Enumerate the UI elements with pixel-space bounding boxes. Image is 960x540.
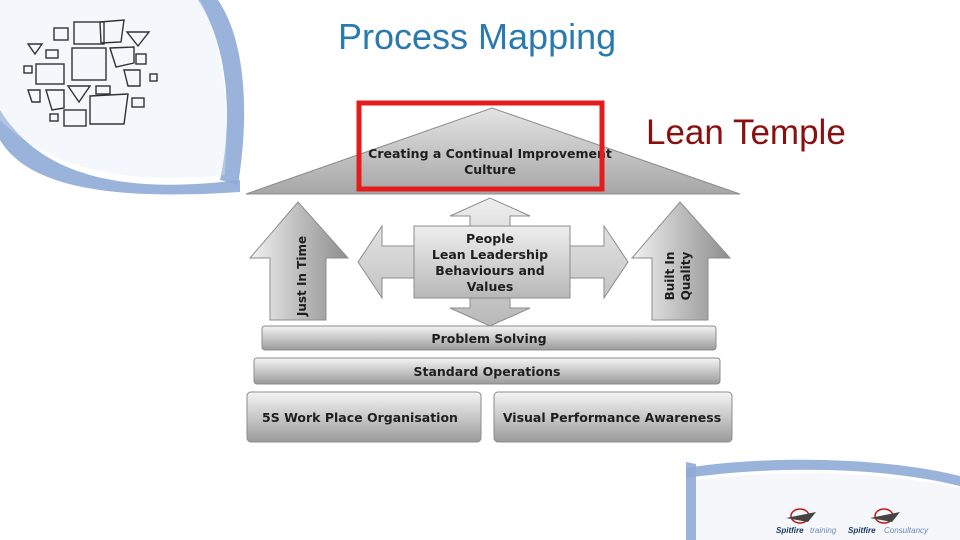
spitfire-logo-icon (870, 508, 900, 524)
lean-temple-label: Lean Temple (646, 113, 846, 152)
logo-right-name: Spitfire (848, 526, 876, 535)
roof-line-1: Creating a Continual Improvement (368, 146, 612, 161)
left-pillar-arrow (248, 201, 350, 321)
spitfire-logo-icon (786, 508, 816, 524)
right-pillar-arrow (630, 201, 732, 321)
logo-right-suffix: Consultancy (884, 526, 929, 535)
decorative-swoosh (686, 459, 960, 540)
page-title: Process Mapping (338, 16, 617, 57)
base-5s-label: 5S Work Place Organisation (262, 410, 458, 425)
standard-operations-bar (253, 357, 721, 385)
base-box-visual (493, 391, 733, 443)
right-pillar-label-2: Quality (679, 252, 693, 301)
roof-highlight-box (356, 100, 605, 192)
problem-solving-bar (261, 325, 717, 351)
center-line-1: People (466, 231, 514, 246)
right-pillar-label-1: Built In (663, 252, 677, 301)
base-box-5s (246, 391, 482, 443)
center-line-4: Values (467, 279, 514, 294)
problem-solving-label: Problem Solving (431, 331, 546, 346)
center-line-2: Lean Leadership (432, 247, 548, 262)
base-visual-label: Visual Performance Awareness (503, 410, 721, 425)
center-box (413, 225, 571, 299)
left-pillar-label: Just In Time (295, 236, 309, 317)
temple-roof (245, 107, 741, 195)
standard-operations-label: Standard Operations (414, 364, 561, 379)
logo-left-suffix: training (810, 526, 837, 535)
decorative-shape-cluster (0, 0, 245, 195)
center-line-3: Behaviours and (435, 263, 545, 278)
logo-area: Spitfire training Spitfire Consultancy (776, 508, 929, 535)
logo-left-name: Spitfire (776, 526, 804, 535)
roof-line-2: Culture (464, 162, 516, 177)
